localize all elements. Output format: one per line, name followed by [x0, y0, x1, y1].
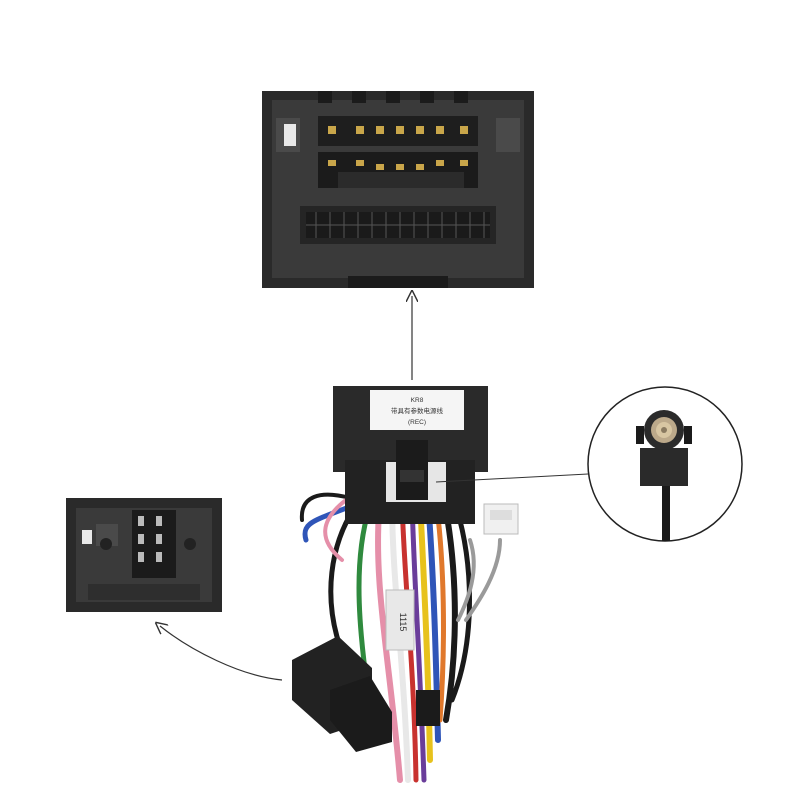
antenna-zoom-callout: [435, 386, 743, 542]
arrow-to-left-connector: [160, 626, 283, 681]
harness-label-line3: (REC): [408, 419, 426, 426]
wire-sleeve-text: 1115: [398, 613, 408, 632]
wire-sleeve-icon: 1115: [385, 589, 415, 651]
antenna-plug-icon: [636, 410, 692, 541]
white-plug-icon: [483, 503, 519, 535]
harness-box-icon: KR8 带具有参数电源线 (REC): [333, 386, 488, 524]
harness-label-line1: KR8: [411, 397, 424, 404]
top-connector-icon: [262, 91, 534, 288]
harness-label-line2: 带具有参数电源线: [391, 406, 444, 415]
bottom-connector-icon: [292, 636, 440, 752]
left-connector-icon: [66, 498, 222, 612]
